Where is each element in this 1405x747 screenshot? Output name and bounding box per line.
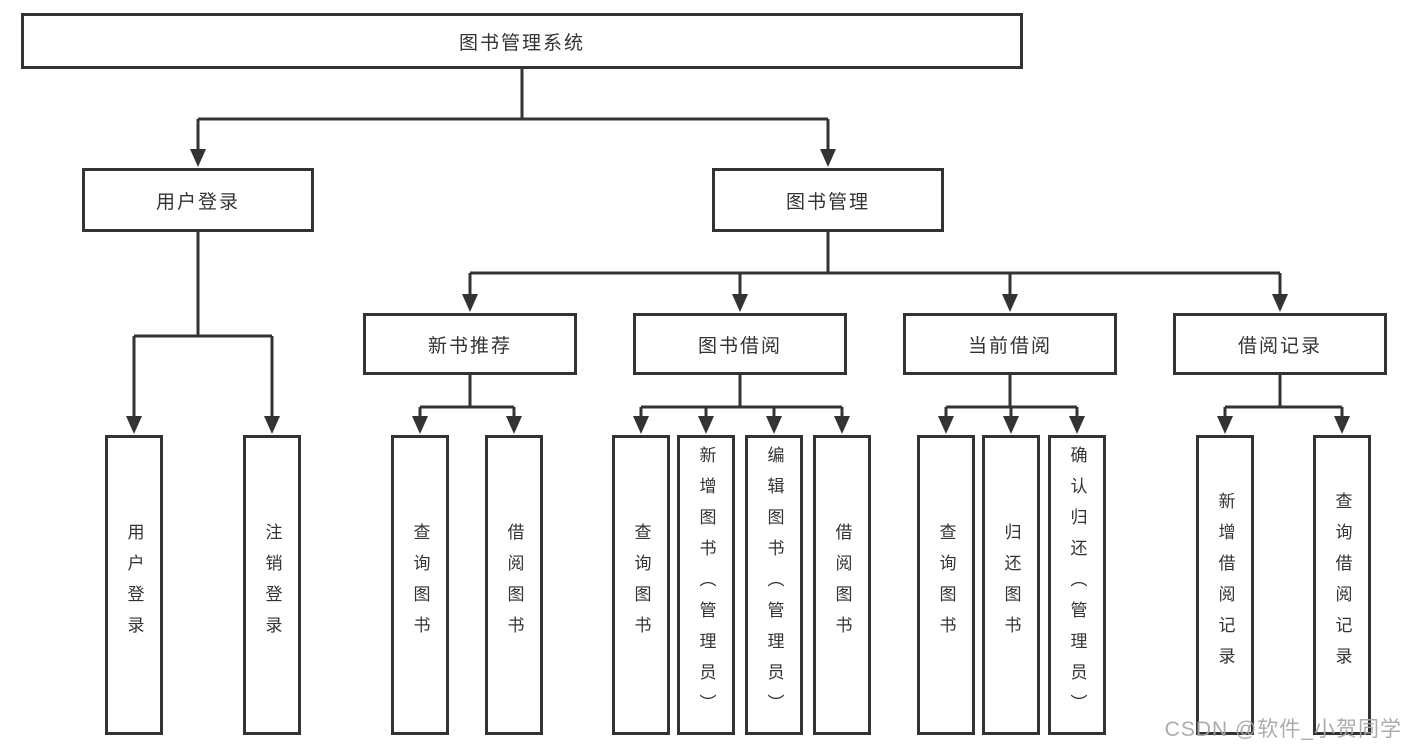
connector-book-management-to-level3	[468, 232, 1282, 296]
leaf-borrow-books-recommendation: 借阅图书	[485, 435, 543, 735]
node-book-management: 图书管理	[712, 168, 944, 232]
connector-current-borrowing-to-leaves	[944, 375, 1079, 418]
arrow-down-icon	[698, 416, 714, 434]
leaf-query-books-current: 查询图书	[917, 435, 975, 735]
node-label: 查询图书	[631, 523, 651, 647]
arrow-down-icons-level3	[462, 294, 1288, 312]
node-label: 用户登录	[124, 523, 144, 647]
arrow-down-icon	[1272, 294, 1288, 312]
node-label: 图书借阅	[697, 335, 782, 357]
arrow-down-icon	[633, 416, 649, 434]
connector-new-book-recommendation-to-leaves	[418, 375, 516, 418]
node-label: 新增借阅记录	[1215, 492, 1235, 678]
arrow-down-icons-book-borrowing	[633, 416, 850, 434]
arrow-down-icon	[190, 149, 206, 167]
node-label: 用户登录	[155, 191, 240, 213]
leaf-query-books-borrowing: 查询图书	[612, 435, 670, 735]
node-current-borrowing: 当前借阅	[903, 313, 1117, 375]
node-label: 归还图书	[1001, 523, 1021, 647]
node-label: 查询借阅记录	[1332, 492, 1352, 678]
arrow-down-icon	[506, 416, 522, 434]
node-label: 新增图书（管理员）	[696, 445, 716, 725]
connector-book-borrowing-to-leaves	[639, 375, 844, 418]
node-label: 当前借阅	[967, 335, 1052, 357]
arrow-down-icon	[264, 416, 280, 434]
node-label: 新书推荐	[427, 335, 512, 357]
node-label: 查询图书	[410, 523, 430, 647]
node-label: 确认归还（管理员）	[1067, 445, 1087, 725]
csdn-watermark: CSDN @软件_小贺同学	[1164, 718, 1402, 741]
arrow-down-icon	[1003, 416, 1019, 434]
arrow-down-icon	[462, 294, 478, 312]
arrow-down-icon	[766, 416, 782, 434]
node-new-book-recommendation: 新书推荐	[363, 313, 577, 375]
arrow-down-icons-level2	[190, 149, 836, 167]
arrow-down-icons-new-book	[412, 416, 522, 434]
node-label: 借阅记录	[1237, 335, 1322, 357]
arrow-down-icons-borrowing-records	[1217, 416, 1350, 434]
node-label: 图书管理	[785, 191, 870, 213]
connector-borrowing-records-to-leaves	[1223, 375, 1344, 418]
arrow-down-icon	[1217, 416, 1233, 434]
arrow-down-icon	[1069, 416, 1085, 434]
arrow-down-icons-user-login	[126, 416, 280, 434]
arrow-down-icons-current-borrowing	[938, 416, 1085, 434]
connector-root-to-level2	[196, 69, 830, 151]
arrow-down-icon	[1334, 416, 1350, 434]
arrow-down-icon	[732, 294, 748, 312]
node-book-borrowing: 图书借阅	[633, 313, 847, 375]
arrow-down-icon	[412, 416, 428, 434]
leaf-query-borrow-record: 查询借阅记录	[1313, 435, 1371, 735]
connector-user-login-to-leaves	[132, 232, 274, 418]
node-label: 借阅图书	[504, 523, 524, 647]
node-label: 图书管理系统	[458, 32, 585, 54]
leaf-edit-book-admin: 编辑图书（管理员）	[745, 435, 803, 735]
arrow-down-icon	[938, 416, 954, 434]
leaf-logout: 注销登录	[243, 435, 301, 735]
node-label: 查询图书	[936, 523, 956, 647]
node-library-management-system: 图书管理系统	[21, 13, 1023, 69]
node-label: 编辑图书（管理员）	[764, 445, 784, 725]
leaf-add-book-admin: 新增图书（管理员）	[677, 435, 735, 735]
leaf-user-login: 用户登录	[105, 435, 163, 735]
arrow-down-icon	[126, 416, 142, 434]
node-label: 借阅图书	[832, 523, 852, 647]
leaf-query-books-recommendation: 查询图书	[391, 435, 449, 735]
arrow-down-icon	[834, 416, 850, 434]
leaf-borrow-books-borrowing: 借阅图书	[813, 435, 871, 735]
leaf-return-book: 归还图书	[982, 435, 1040, 735]
arrow-down-icon	[1002, 294, 1018, 312]
node-label: 注销登录	[262, 523, 282, 647]
arrow-down-icon	[820, 149, 836, 167]
leaf-add-borrow-record: 新增借阅记录	[1196, 435, 1254, 735]
node-borrowing-records: 借阅记录	[1173, 313, 1387, 375]
node-user-login: 用户登录	[82, 168, 314, 232]
leaf-confirm-return-admin: 确认归还（管理员）	[1048, 435, 1106, 735]
